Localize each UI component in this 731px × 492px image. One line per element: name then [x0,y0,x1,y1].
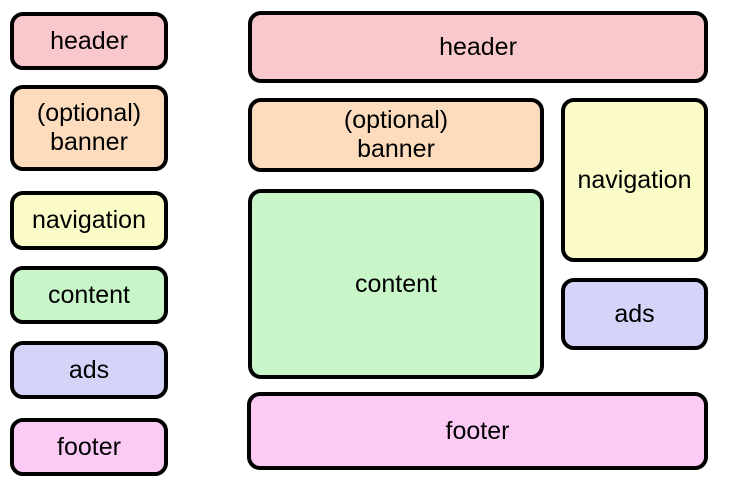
stack-banner-label: (optional) banner [37,99,141,157]
layout-ads-box: ads [561,278,708,350]
stack-header-label: header [50,26,128,55]
layout-content-label: content [354,269,437,298]
stack-banner-box: (optional) banner [10,85,168,171]
stack-ads-label: ads [68,355,110,384]
layout-footer-label: footer [445,416,510,445]
stack-navigation-box: navigation [10,191,168,250]
layout-ads-label: ads [614,299,655,328]
layout-content-box: content [248,189,544,379]
layout-banner-label: (optional) banner [344,106,448,164]
layout-footer-box: footer [247,392,708,470]
layout-banner-label-line1: (optional) [343,106,449,134]
stack-banner-label-line1: (optional) [36,99,142,127]
stack-banner-label-line2: banner [50,128,128,156]
stack-content-label: content [47,280,130,309]
layout-banner-box: (optional) banner [248,98,544,172]
stack-navigation-label: navigation [32,206,146,234]
layout-banner-label-line2: banner [357,135,435,163]
layout-navigation-label: navigation [577,165,692,194]
stack-footer-label: footer [57,432,121,461]
layout-header-box: header [248,11,708,83]
layout-navigation-box: navigation [561,98,708,262]
layout-header-label: header [439,32,517,61]
stack-footer-box: footer [10,418,168,476]
stack-header-box: header [10,12,168,70]
stack-content-box: content [10,266,168,324]
stack-ads-box: ads [10,341,168,399]
